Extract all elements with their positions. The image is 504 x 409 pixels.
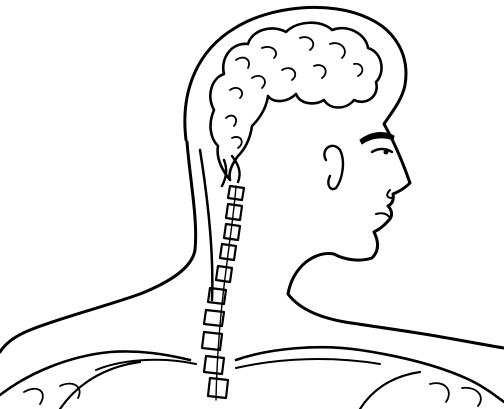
mouth	[376, 213, 390, 218]
eye	[372, 149, 392, 152]
nostril	[387, 190, 392, 198]
vertebra	[216, 266, 232, 282]
shoulder-left	[0, 351, 190, 395]
eyebrow	[360, 133, 394, 144]
shoulder-right	[236, 347, 504, 402]
muscle-detail	[24, 383, 481, 406]
back-neck-outline	[0, 142, 196, 352]
collarbone-right	[236, 359, 380, 368]
chest-line	[60, 362, 420, 409]
brain-gyri	[226, 37, 362, 148]
ear	[324, 146, 343, 189]
head-outline	[185, 7, 504, 348]
vertebra	[208, 378, 228, 398]
pupil	[384, 150, 389, 155]
brain-outline	[210, 23, 381, 180]
vertebra	[204, 356, 224, 374]
neck-inner-line	[200, 150, 212, 300]
